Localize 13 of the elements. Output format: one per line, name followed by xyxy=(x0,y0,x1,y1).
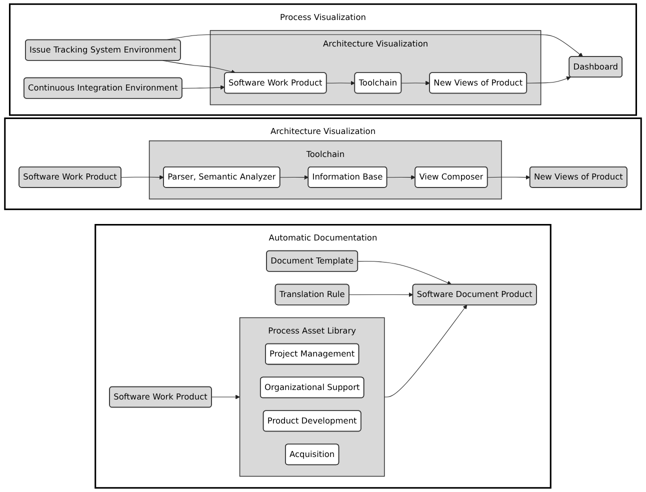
arrow xyxy=(326,80,356,86)
arrow xyxy=(182,85,225,90)
arrow xyxy=(487,175,530,180)
arrow xyxy=(401,80,430,86)
arrow xyxy=(386,175,416,180)
arrow xyxy=(162,60,236,74)
arrow xyxy=(384,304,468,398)
arrow xyxy=(211,394,240,400)
arrow xyxy=(348,292,414,297)
arrow xyxy=(120,175,164,180)
arrow xyxy=(358,261,452,285)
arrow xyxy=(280,175,309,180)
arrow xyxy=(526,76,571,84)
